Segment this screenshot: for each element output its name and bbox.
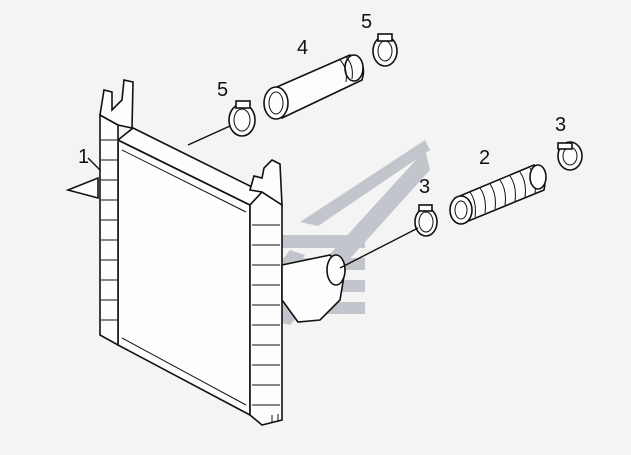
clamp-lower-right xyxy=(557,141,583,171)
right-tank xyxy=(249,190,283,426)
lower-corrugated-hose xyxy=(449,164,547,225)
leader-line-lower xyxy=(339,227,419,269)
leader-lines xyxy=(87,125,419,269)
clamp-upper-right xyxy=(372,33,398,67)
clamp-upper-left xyxy=(228,100,256,137)
callout-part-5-right: 5 xyxy=(361,11,372,33)
callout-part-5-left: 5 xyxy=(217,79,228,101)
clamp-lower-left xyxy=(414,204,438,237)
top-left-lug xyxy=(99,79,134,129)
leader-line-part-1 xyxy=(87,157,101,171)
callout-part-3-right: 3 xyxy=(555,114,566,136)
left-bracket xyxy=(65,176,99,200)
top-right-lug xyxy=(248,159,283,207)
callout-part-2: 2 xyxy=(479,147,490,169)
outlet-pipe-end xyxy=(326,254,346,286)
intercooler-assembly xyxy=(65,79,346,426)
callout-labels: 1 2 3 3 4 5 5 xyxy=(78,11,566,198)
left-tank xyxy=(99,113,119,347)
callout-part-1: 1 xyxy=(78,146,89,168)
callout-part-4: 4 xyxy=(297,37,308,59)
upper-hose-part xyxy=(263,54,365,120)
leader-line-upper xyxy=(187,125,231,146)
callout-part-3-left: 3 xyxy=(419,176,430,198)
